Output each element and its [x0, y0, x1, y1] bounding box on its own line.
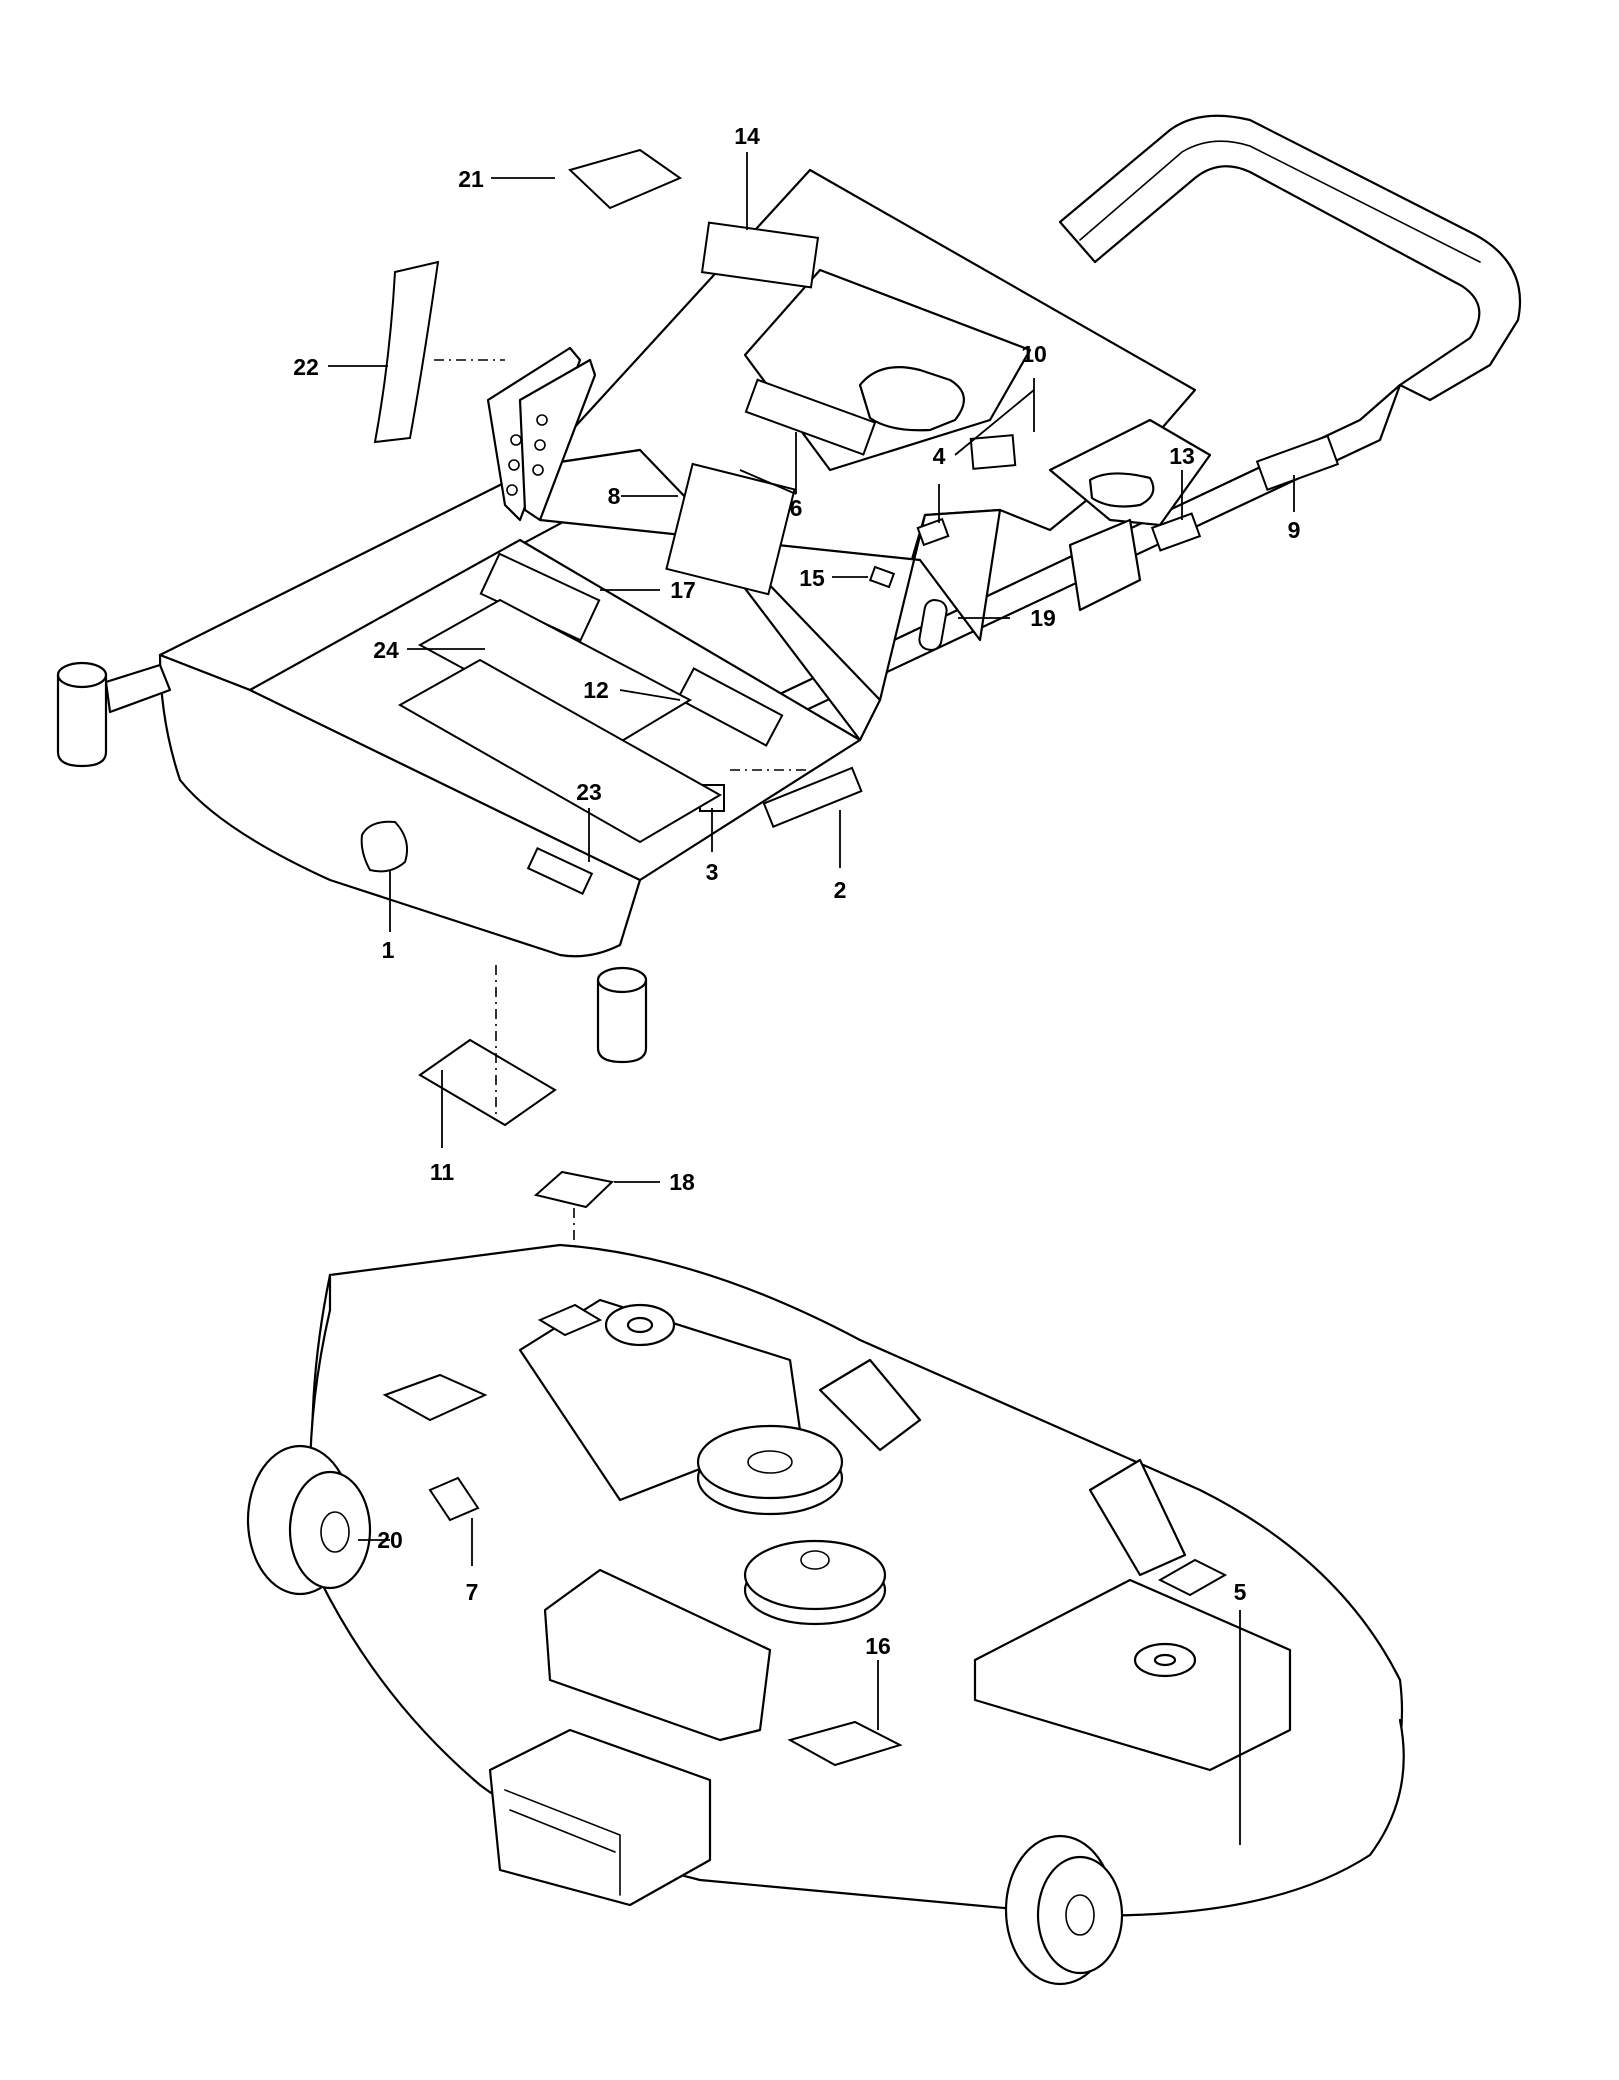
callout-18: 18	[669, 1169, 695, 1195]
chassis-decals	[360, 148, 1340, 1872]
callout-19: 19	[1030, 605, 1056, 631]
decal-8	[665, 462, 796, 596]
decal-18	[533, 1170, 615, 1209]
decal-19	[918, 599, 948, 651]
callout-1: 1	[382, 937, 395, 963]
callout-6: 6	[790, 495, 803, 521]
mower-deck	[246, 1243, 1405, 1986]
decal-4	[916, 517, 950, 547]
callout-8: 8	[608, 483, 621, 509]
decal-16	[787, 1720, 903, 1767]
callout-20: 20	[377, 1527, 403, 1553]
decal-22	[373, 260, 440, 444]
decal-1	[360, 820, 408, 873]
decal-15	[868, 565, 896, 589]
callout-24: 24	[373, 637, 399, 663]
callout-9: 9	[1288, 517, 1301, 543]
callout-15: 15	[799, 565, 825, 591]
decal-9	[1255, 434, 1340, 492]
callout-11: 11	[430, 1159, 455, 1185]
callout-4: 4	[933, 443, 946, 469]
decal-24b	[397, 658, 723, 844]
decal-10	[969, 434, 1017, 470]
decal-13	[1150, 512, 1202, 552]
leader-lines	[328, 152, 1295, 1845]
decal-deck-right	[1157, 1558, 1228, 1597]
callout-5: 5	[1234, 1579, 1247, 1605]
decal-11	[418, 1038, 557, 1127]
decal-23	[526, 847, 594, 895]
callout-23: 23	[576, 779, 602, 805]
decal-deck-front	[537, 1303, 603, 1337]
callout-13: 13	[1169, 443, 1195, 469]
callout-14: 14	[734, 123, 760, 149]
decal-14	[700, 221, 820, 289]
callout-16: 16	[865, 1633, 891, 1659]
callout-21: 21	[458, 166, 484, 192]
callout-17: 17	[670, 577, 696, 603]
callout-22: 22	[293, 354, 319, 380]
callout-10: 10	[1021, 341, 1047, 367]
callout-labels: 1 2 3 4 5 6 7 8 9 10 11 12 13 14 15 16 1…	[293, 123, 1300, 1659]
decal-21	[568, 148, 683, 210]
callout-3: 3	[706, 859, 719, 885]
decal-12	[676, 667, 784, 747]
decal-deck-top	[382, 1373, 488, 1422]
decal-2	[762, 766, 863, 828]
callout-2: 2	[834, 877, 847, 903]
callout-12: 12	[583, 677, 609, 703]
decal-6	[744, 378, 877, 456]
callout-7: 7	[466, 1579, 479, 1605]
decal-7	[428, 1476, 480, 1522]
